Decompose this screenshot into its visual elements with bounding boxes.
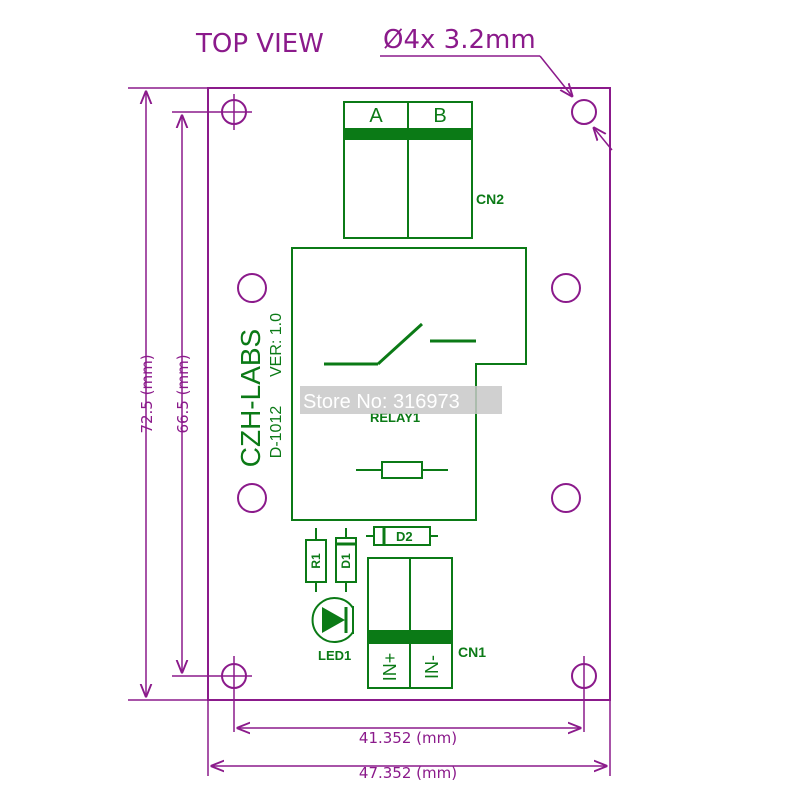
- dim-height-inner: 66.5 (mm): [174, 354, 192, 433]
- d2-label: D2: [396, 529, 413, 544]
- cn1-pin-plus: IN+: [380, 653, 400, 682]
- board-version: VER: 1.0: [268, 313, 285, 377]
- relay-hole-right-bottom: [551, 483, 581, 513]
- d1-diode: [335, 528, 357, 592]
- relay-coil-symbol: [356, 461, 448, 479]
- relay-switch-symbol: [324, 322, 476, 366]
- cn1-label: CN1: [458, 644, 486, 660]
- dim-width-outer: 47.352 (mm): [359, 764, 457, 782]
- relay-outline: [291, 247, 527, 521]
- brand-name: CZH-LABS: [235, 329, 266, 467]
- cn1-terminal: [367, 557, 453, 689]
- cn2-terminal: [343, 101, 473, 239]
- mounting-hole-bottom-right: [571, 656, 597, 732]
- relay-hole-right-top: [551, 273, 581, 303]
- cn2-pin-a: A: [369, 105, 383, 127]
- hole-spec-leader: [539, 55, 572, 96]
- cn2-pin-b: B: [433, 105, 446, 127]
- watermark-bg: [300, 386, 502, 414]
- hole-spec: Ø4x 3.2mm: [383, 25, 536, 55]
- mounting-hole-top-left: [216, 94, 252, 130]
- led1-label: LED1: [318, 648, 351, 663]
- board-outline: [207, 87, 611, 701]
- r1-label: R1: [309, 553, 323, 569]
- cn2-label: CN2: [476, 191, 504, 207]
- watermark: Store No: 316973: [303, 391, 460, 413]
- mounting-hole-top-right: [571, 99, 597, 125]
- d1-label: D1: [339, 553, 353, 569]
- mounting-hole-bottom-left: [216, 656, 252, 732]
- view-title: TOP VIEW: [195, 29, 324, 59]
- part-number: D-1012: [268, 406, 285, 459]
- d2-diode: [366, 526, 438, 546]
- led1: [311, 597, 354, 643]
- dim-width-inner: 41.352 (mm): [359, 729, 457, 747]
- relay-hole-left-top: [237, 273, 267, 303]
- dim-height-outer: 72.5 (mm): [138, 354, 156, 433]
- r1-resistor: [305, 528, 327, 592]
- relay-hole-left-bottom: [237, 483, 267, 513]
- cn1-pin-minus: IN-: [422, 655, 442, 679]
